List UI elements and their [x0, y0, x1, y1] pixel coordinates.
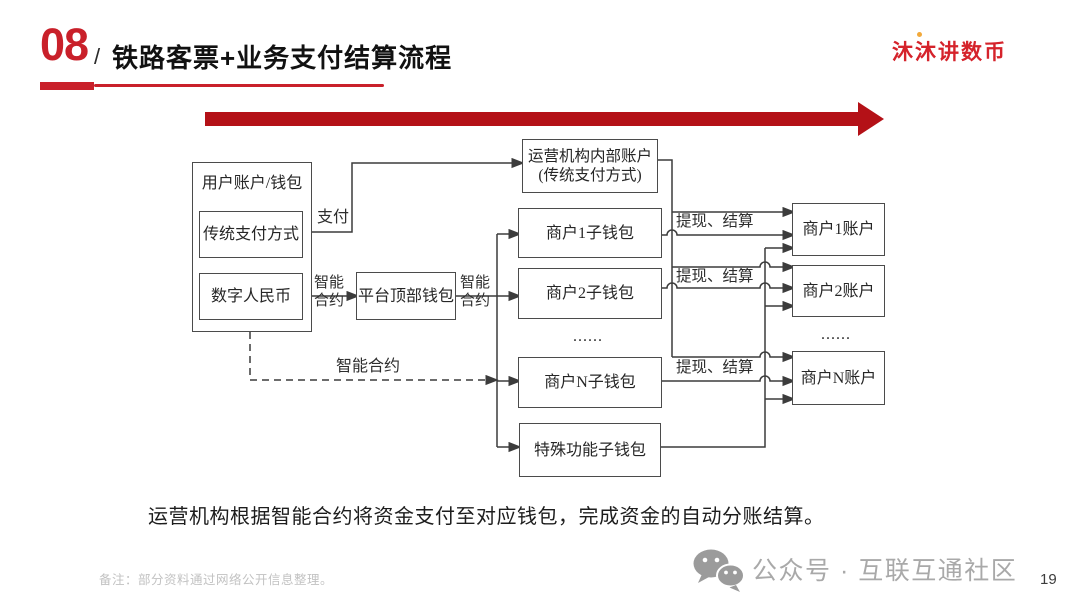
box-operator-internal-account-line2: (传统支付方式)	[538, 167, 642, 184]
box-merchant2-sub-wallet: 商户2子钱包	[518, 268, 662, 319]
flow-arrow	[205, 102, 884, 136]
wechat-icon	[693, 549, 745, 592]
label-smart-contract-dashed: 智能合约	[336, 358, 401, 375]
box-platform-top-wallet: 平台顶部钱包	[356, 272, 456, 320]
wechat-account-label: 公众号 · 互联互通社区	[752, 557, 1018, 585]
brand-logo-dot	[917, 32, 922, 37]
box-merchant1-sub-wallet: 商户1子钱包	[518, 208, 662, 258]
footer-note: 备注：部分资料通过网络公开信息整理。	[99, 573, 334, 587]
title-slash: /	[94, 44, 101, 69]
page-title-number: 08	[40, 19, 89, 70]
label-withdraw-settle-1: 提现、结算	[676, 213, 754, 230]
page-title: 铁路客票+业务支付结算流程	[112, 43, 453, 73]
box-merchant1-account: 商户1账户	[792, 203, 885, 256]
label-pay: 支付	[317, 209, 350, 226]
title-underline-thick	[40, 82, 94, 90]
summary-text: 运营机构根据智能合约将资金支付至对应钱包，完成资金的自动分账结算。	[148, 506, 825, 528]
box-merchant2-account: 商户2账户	[792, 265, 885, 317]
box-merchantN-sub-wallet: 商户N子钱包	[518, 357, 662, 408]
box-merchantN-account: 商户N账户	[792, 351, 885, 405]
page-number: 19	[1040, 571, 1057, 588]
ellipsis-accounts: ......	[821, 326, 851, 343]
title-underline-thin	[94, 84, 384, 87]
brand-logo: 沐沐讲数币	[892, 41, 1007, 64]
box-user-wallet-label: 用户账户/钱包	[201, 175, 303, 192]
box-operator-internal-account: 运营机构内部账户 (传统支付方式)	[522, 139, 658, 193]
label-smart-contract-right: 智能合约	[459, 275, 490, 309]
box-digital-rmb: 数字人民币	[199, 273, 303, 320]
box-traditional-payment: 传统支付方式	[199, 211, 303, 258]
label-smart-contract-left: 智能合约	[313, 275, 344, 309]
label-withdraw-settle-2: 提现、结算	[676, 268, 754, 285]
box-special-function-sub-wallet: 特殊功能子钱包	[519, 423, 661, 477]
ellipsis-sub-wallets: ......	[573, 328, 603, 345]
label-withdraw-settle-3: 提现、结算	[676, 359, 754, 376]
box-operator-internal-account-line1: 运营机构内部账户	[527, 148, 652, 165]
